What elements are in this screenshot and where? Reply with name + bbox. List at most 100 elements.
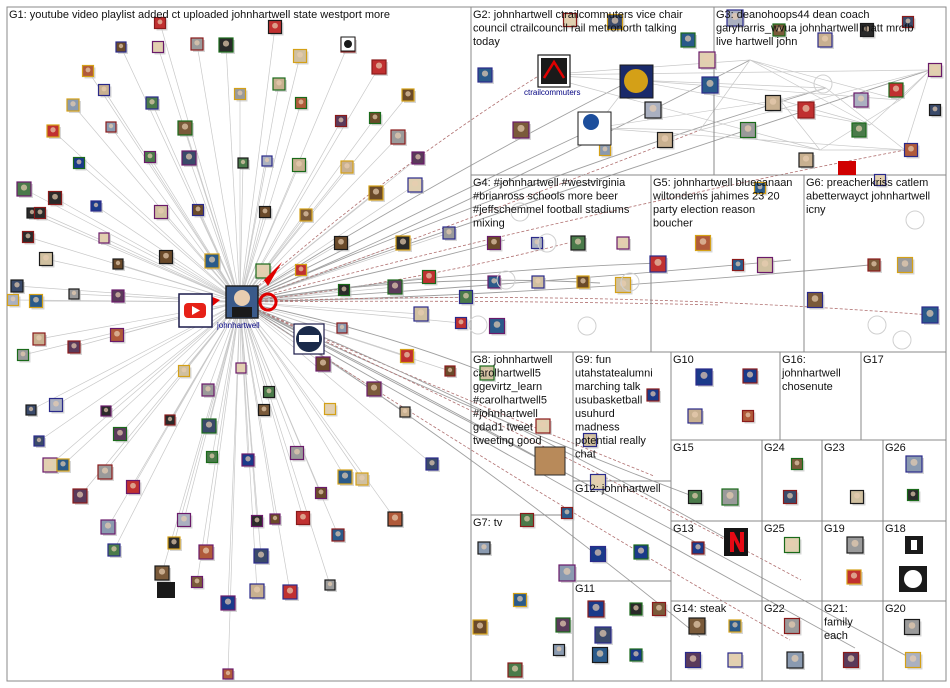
node-avatar[interactable] — [340, 160, 355, 175]
node-avatar[interactable] — [849, 489, 866, 506]
node-avatar[interactable] — [560, 506, 575, 521]
node-avatar[interactable] — [201, 383, 216, 398]
node-avatar[interactable] — [81, 64, 96, 79]
node-avatar[interactable] — [407, 177, 424, 194]
node-avatar[interactable] — [190, 37, 205, 52]
node-avatar[interactable] — [598, 143, 613, 158]
node-avatar[interactable] — [552, 643, 567, 658]
node-avatar[interactable] — [727, 652, 744, 669]
node-avatar[interactable] — [606, 13, 625, 32]
node-avatar[interactable] — [153, 204, 170, 221]
node-avatar[interactable] — [289, 445, 306, 462]
node-avatar[interactable] — [589, 545, 608, 564]
node-avatar[interactable] — [555, 617, 572, 634]
node-avatar[interactable] — [33, 435, 46, 448]
node-avatar[interactable] — [927, 62, 944, 79]
node-avatar[interactable] — [798, 152, 815, 169]
node-avatar[interactable] — [411, 151, 426, 166]
node-avatar[interactable] — [842, 651, 861, 670]
node-avatar[interactable] — [299, 208, 314, 223]
node-avatar[interactable] — [477, 541, 492, 556]
node-avatar[interactable] — [739, 121, 758, 140]
node-avatar[interactable] — [6, 293, 21, 308]
node-avatar[interactable] — [558, 564, 577, 583]
node-avatar[interactable] — [413, 306, 430, 323]
node-avatar[interactable] — [535, 418, 552, 435]
node-avatar[interactable] — [158, 249, 175, 266]
node-avatar[interactable] — [115, 41, 128, 54]
node-avatar[interactable] — [401, 88, 416, 103]
node-avatar[interactable] — [479, 365, 496, 382]
node-avatar[interactable] — [336, 322, 349, 335]
node-avatar[interactable] — [472, 619, 489, 636]
seal-icon[interactable] — [619, 64, 654, 99]
node-avatar[interactable] — [48, 397, 65, 414]
p-logo-icon[interactable] — [905, 536, 923, 554]
wp-logo-icon[interactable] — [899, 566, 927, 592]
node-avatar[interactable] — [125, 479, 142, 496]
node-avatar[interactable] — [32, 332, 47, 347]
node-avatar[interactable] — [425, 457, 440, 472]
node-avatar[interactable] — [222, 668, 235, 681]
node-avatar[interactable] — [368, 111, 383, 126]
node-avatar[interactable] — [98, 232, 111, 245]
node-avatar[interactable] — [629, 602, 644, 617]
node-avatar[interactable] — [512, 592, 529, 609]
node-avatar[interactable] — [145, 96, 160, 111]
node-avatar[interactable] — [337, 283, 352, 298]
youtube-icon[interactable] — [178, 293, 213, 328]
node-avatar[interactable] — [249, 583, 266, 600]
node-avatar[interactable] — [324, 579, 337, 592]
node-avatar[interactable] — [272, 77, 287, 92]
node-avatar[interactable] — [721, 488, 740, 507]
node-avatar[interactable] — [873, 173, 888, 188]
node-avatar[interactable] — [519, 512, 536, 529]
node-avatar[interactable] — [680, 32, 697, 49]
node-avatar[interactable] — [694, 234, 713, 253]
node-avatar[interactable] — [291, 157, 308, 174]
node-avatar[interactable] — [176, 512, 193, 529]
node-avatar[interactable] — [817, 32, 834, 49]
node-avatar[interactable] — [42, 457, 59, 474]
node-avatar[interactable] — [47, 190, 64, 207]
node-avatar[interactable] — [656, 131, 675, 150]
node-avatar[interactable] — [143, 150, 158, 165]
node-avatar[interactable] — [859, 22, 876, 39]
node-avatar[interactable] — [853, 92, 870, 109]
node-avatar[interactable] — [97, 464, 114, 481]
node-avatar[interactable] — [107, 543, 122, 558]
node-avatar[interactable] — [331, 528, 346, 543]
node-avatar[interactable] — [390, 129, 407, 146]
node-avatar[interactable] — [201, 418, 218, 435]
espn-logo-icon[interactable] — [838, 161, 856, 175]
node-avatar[interactable] — [33, 206, 48, 221]
node-avatar[interactable] — [905, 455, 924, 474]
node-avatar[interactable] — [333, 235, 350, 252]
node-avatar[interactable] — [100, 405, 113, 418]
node-avatar[interactable] — [90, 200, 103, 213]
node-avatar[interactable] — [294, 96, 309, 111]
node-avatar[interactable] — [442, 226, 457, 241]
node-avatar[interactable] — [387, 279, 404, 296]
node-avatar[interactable] — [633, 544, 650, 561]
node-avatar[interactable] — [292, 48, 309, 65]
node-avatar[interactable] — [262, 385, 277, 400]
node-avatar[interactable] — [72, 488, 89, 505]
node-avatar[interactable] — [205, 450, 220, 465]
node-avatar[interactable] — [21, 230, 36, 245]
node-avatar[interactable] — [395, 235, 412, 252]
node-avatar[interactable] — [10, 279, 25, 294]
node-avatar[interactable] — [371, 59, 388, 76]
node-avatar[interactable] — [688, 617, 707, 636]
node-avatar[interactable] — [100, 519, 117, 536]
node-avatar[interactable] — [687, 489, 704, 506]
node-avatar[interactable] — [726, 9, 745, 28]
node-avatar[interactable] — [576, 275, 591, 290]
node-avatar[interactable] — [218, 37, 235, 54]
node-avatar[interactable] — [67, 340, 82, 355]
node-avatar[interactable] — [589, 473, 608, 492]
node-avatar[interactable] — [614, 276, 633, 295]
node-avatar[interactable] — [512, 121, 531, 140]
mt-logo-icon[interactable] — [157, 582, 175, 598]
node-avatar[interactable] — [28, 293, 45, 310]
